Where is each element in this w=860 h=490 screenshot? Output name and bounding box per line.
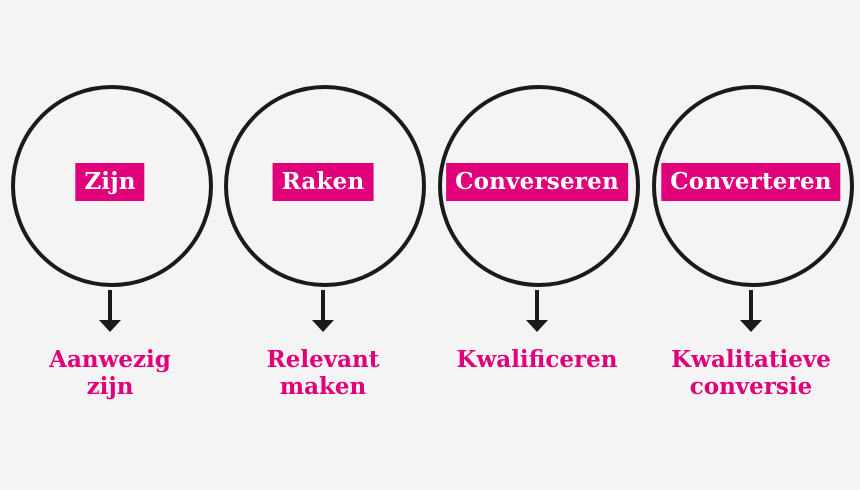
step-label: Zijn [75, 163, 145, 201]
step-raken: Raken Relevant maken [216, 0, 430, 490]
step-label: Raken [272, 163, 374, 201]
step-caption: Aanwezig zijn [3, 346, 217, 400]
caption-line: zijn [86, 373, 134, 400]
caption-line: maken [279, 373, 367, 400]
step-label: Converteren [661, 163, 841, 201]
step-zijn: Zijn Aanwezig zijn [3, 0, 217, 490]
caption-line: Relevant [266, 346, 380, 373]
caption-line: conversie [689, 373, 813, 400]
caption-line: Aanwezig [49, 346, 171, 373]
step-converteren: Converteren Kwalitatieve conversie [644, 0, 858, 490]
caption-line: Kwalificeren [456, 346, 618, 373]
arrow-down-icon [740, 290, 762, 338]
arrow-down-icon [526, 290, 548, 338]
step-circle [11, 85, 213, 287]
arrow-down-icon [312, 290, 334, 338]
step-circle [224, 85, 426, 287]
step-label: Converseren [446, 163, 628, 201]
step-circle [438, 85, 640, 287]
step-converseren: Converseren Kwalificeren [430, 0, 644, 490]
caption-line: Kwalitatieve [671, 346, 831, 373]
step-caption: Kwalitatieve conversie [644, 346, 858, 400]
step-circle [652, 85, 854, 287]
step-caption: Kwalificeren [430, 346, 644, 373]
step-caption: Relevant maken [216, 346, 430, 400]
arrow-down-icon [99, 290, 121, 338]
